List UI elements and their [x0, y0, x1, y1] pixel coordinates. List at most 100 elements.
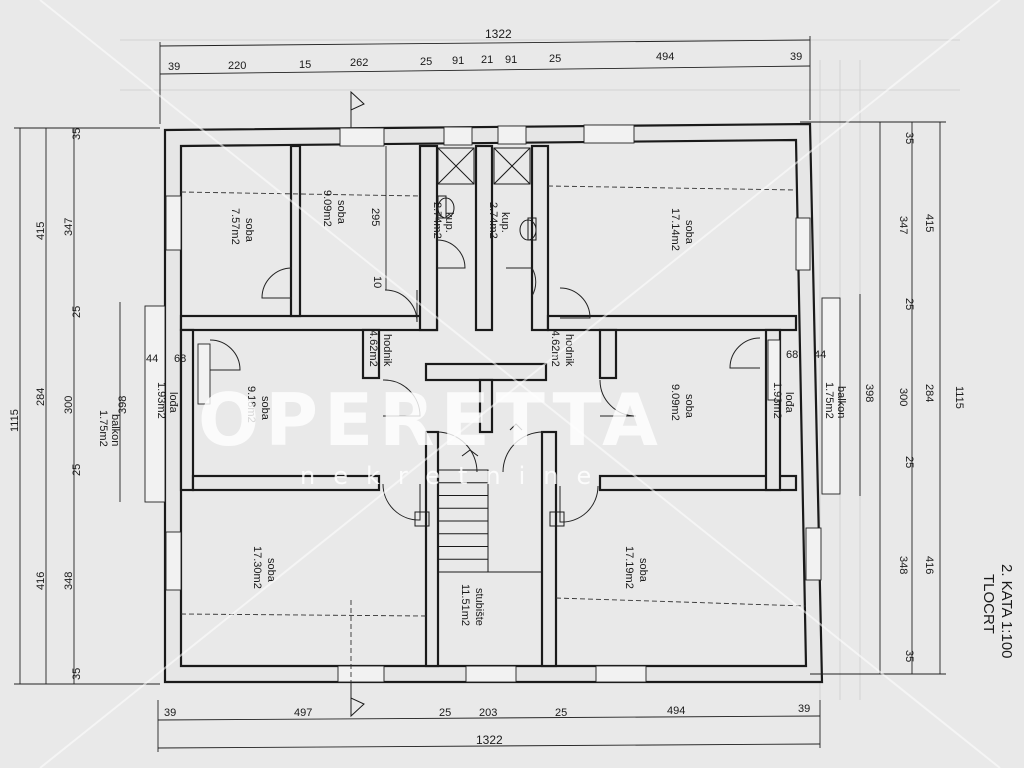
svg-text:1.75m2: 1.75m2	[97, 410, 109, 447]
dim-inner-295: 295	[369, 208, 381, 226]
dim-right-b2: 347	[897, 216, 909, 234]
svg-text:4.62m2: 4.62m2	[367, 330, 379, 367]
dim-left-a1: 415	[35, 222, 47, 240]
dim-bottom-total: 1322	[476, 733, 503, 747]
dim-top-5: 25	[420, 56, 432, 68]
svg-text:4.62m2: 4.62m2	[549, 330, 561, 367]
svg-text:soba: soba	[683, 220, 695, 245]
photo-glare	[39, 0, 1001, 768]
dim-left-offset-2: 68	[174, 353, 186, 365]
room-hodnik-left: hodnik 4.62m2	[367, 330, 393, 367]
dim-left-b5: 25	[71, 464, 83, 476]
svg-text:9.09m2: 9.09m2	[669, 384, 681, 421]
dim-right-total: 1115	[953, 386, 965, 409]
dim-right-a3: 416	[923, 556, 935, 574]
room-stubiste: stubište 11.51m2	[459, 584, 485, 626]
svg-text:1.93m2: 1.93m2	[155, 382, 167, 419]
balconies	[144, 297, 841, 503]
svg-text:soba: soba	[259, 396, 271, 421]
room-balkon-right: balkon 1.75m2	[823, 382, 847, 419]
svg-text:7.57m2: 7.57m2	[229, 208, 241, 245]
dim-left-b2: 347	[63, 218, 75, 236]
interior-walls	[179, 144, 798, 668]
dim-left-balcony: 398	[117, 396, 129, 414]
dim-right-b1: 35	[903, 132, 915, 144]
doors	[209, 90, 761, 718]
dim-bottom-2: 497	[294, 707, 312, 719]
dim-bottom-1: 39	[164, 707, 176, 719]
room-soba-9-09-mid: soba 9.09m2	[669, 384, 695, 421]
dim-right-balcony: 398	[863, 384, 875, 402]
svg-text:11.51m2: 11.51m2	[459, 584, 471, 626]
dim-left-b7: 35	[71, 668, 83, 680]
dim-left-b6: 348	[63, 572, 75, 590]
right-dimensions: 35 347 25 300 25 348 35 415 284 416 1115…	[786, 121, 965, 675]
watermark: OPERETTA nekretnine	[198, 378, 658, 490]
dim-inner-10: 10	[371, 276, 383, 288]
dim-right-b7: 35	[903, 650, 915, 662]
room-soba-17-19: soba 17.19m2	[623, 546, 649, 589]
top-dimensions: 1322 39 220 15 262 25 91 21 91 25 494 39	[159, 27, 811, 124]
room-soba-9-09-top: soba 9.09m2	[321, 190, 347, 227]
dim-top-1: 39	[168, 61, 180, 73]
dim-left-b1: 35	[71, 128, 83, 140]
dim-left-b3: 25	[71, 306, 83, 318]
dim-right-offset-2: 44	[814, 349, 826, 361]
bottom-dimensions: 39 497 25 203 25 494 39 1322	[157, 700, 821, 752]
inner-dimensions: 295 10	[369, 146, 387, 290]
dim-left-a2: 284	[35, 388, 47, 406]
left-dimensions: 1115 415 284 416 35 347 25 300 25 348 35…	[9, 127, 186, 685]
dim-right-b4: 300	[897, 388, 909, 406]
dim-bottom-4: 203	[479, 707, 497, 719]
room-labels: soba 7.57m2 soba 9.09m2 kup. 2.74m2 kup.…	[97, 190, 847, 626]
dim-top-3: 15	[299, 59, 311, 71]
svg-text:kup.: kup.	[499, 212, 511, 233]
svg-text:kup.: kup.	[443, 212, 455, 233]
dim-bottom-6: 494	[667, 705, 685, 717]
svg-text:hodnik: hodnik	[563, 334, 575, 367]
room-soba-17-30: soba 17.30m2	[251, 546, 277, 589]
dim-top-8: 91	[505, 54, 517, 66]
svg-text:soba: soba	[335, 200, 347, 225]
dim-left-offset-1: 44	[146, 353, 158, 365]
dim-bottom-7: 39	[798, 703, 810, 715]
dim-right-b5: 25	[903, 456, 915, 468]
room-soba-7-57: soba 7.57m2	[229, 208, 255, 245]
svg-text:17.14m2: 17.14m2	[669, 208, 681, 251]
dim-left-a3: 416	[35, 572, 47, 590]
dim-top-total: 1322	[485, 27, 512, 41]
dim-left-total: 1115	[9, 409, 21, 432]
svg-text:soba: soba	[265, 558, 277, 583]
room-lodja-left: lođa 1.93m2	[155, 382, 179, 419]
dim-top-11: 39	[790, 51, 802, 63]
svg-text:1.75m2: 1.75m2	[823, 382, 835, 419]
dim-top-9: 25	[549, 53, 561, 65]
stairs	[414, 423, 565, 667]
plan-title-line1: TLOCRT	[980, 574, 997, 634]
svg-text:lođa: lođa	[783, 392, 795, 414]
dim-bottom-5: 25	[555, 707, 567, 719]
plan-title-line2: 2. KATA 1:100	[998, 564, 1015, 659]
svg-text:soba: soba	[683, 394, 695, 419]
dim-top-6: 91	[452, 55, 464, 67]
dim-bottom-3: 25	[439, 707, 451, 719]
dim-top-10: 494	[656, 51, 674, 63]
svg-text:balkon: balkon	[109, 414, 121, 446]
svg-text:soba: soba	[243, 218, 255, 243]
dim-top-4: 262	[350, 57, 368, 69]
dim-right-b6: 348	[897, 556, 909, 574]
room-kup-right: kup. 2.74m2	[487, 202, 511, 239]
dashed-lines	[180, 185, 807, 682]
svg-text:9.18m2: 9.18m2	[245, 386, 257, 423]
watermark-sub: nekretnine	[300, 462, 609, 490]
room-balkon-left: balkon 1.75m2	[97, 410, 121, 447]
svg-text:stubište: stubište	[473, 588, 485, 626]
room-lodja-right: lođa 1.93m2	[771, 382, 795, 419]
svg-text:balkon: balkon	[835, 386, 847, 418]
svg-text:1.93m2: 1.93m2	[771, 382, 783, 419]
bath-fixtures	[437, 147, 537, 241]
svg-text:hodnik: hodnik	[381, 334, 393, 367]
plan-title: TLOCRT 2. KATA 1:100	[980, 564, 1015, 659]
dim-top-2: 220	[228, 60, 246, 72]
